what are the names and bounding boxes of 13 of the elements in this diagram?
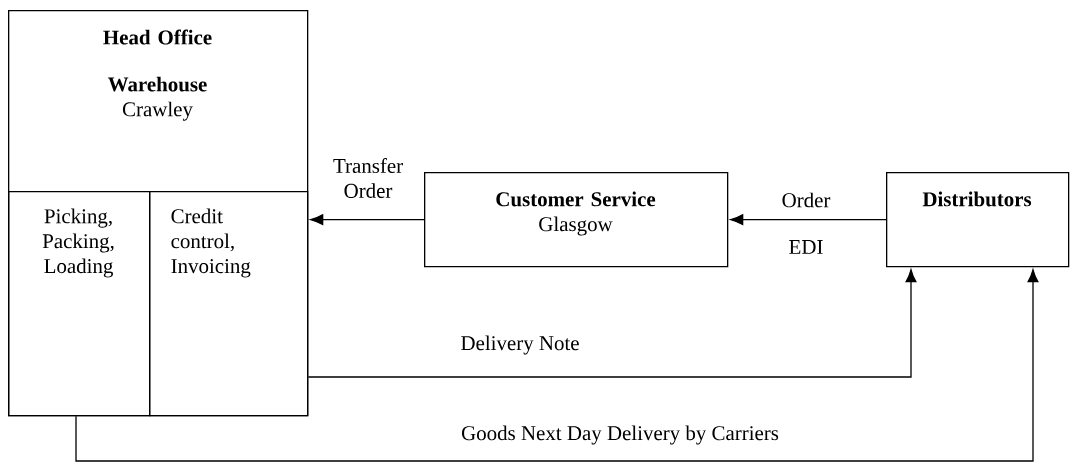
arrow [310, 214, 425, 226]
label: EDI [789, 240, 823, 254]
edge-label: Delivery Note [459, 334, 581, 356]
arrow [730, 214, 887, 226]
edge-label: Goods Next Day Delivery by Carriers [460, 424, 780, 446]
edge-label: Order [780, 191, 832, 209]
arrow [75, 269, 1039, 462]
arrow [307, 269, 917, 378]
edge-label: Transfer Order [332, 157, 404, 199]
process-box: Picking, Packing, Loading [8, 191, 151, 417]
process-box: Distributors [886, 172, 1070, 268]
process-box: Credit control, Invoicing [149, 191, 309, 417]
process-box: Customer Service Glasgow [424, 172, 729, 268]
